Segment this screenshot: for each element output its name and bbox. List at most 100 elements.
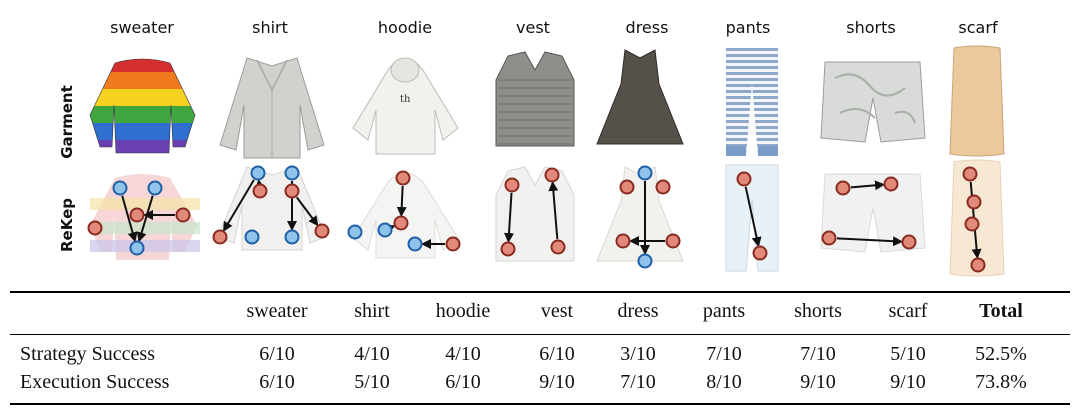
table-cell: 73.8% [975,371,1027,393]
keypoint-arrow [384,224,396,234]
table-cell: 52.5% [975,343,1027,365]
table-row-label-0: Strategy Success [20,343,155,365]
keypoint [637,165,653,181]
garment-image-shorts [815,58,930,148]
table-cell: 7/10 [800,343,836,365]
table-cell: 4/10 [354,343,390,365]
keypoint [212,229,228,245]
keypoint [544,167,560,183]
table-header-4: dress [617,300,659,322]
keypoint-arrow [548,180,559,240]
row-label-garment: Garment [58,85,76,159]
keypoint [395,170,411,186]
keypoint [736,171,752,187]
table-cell: 5/10 [890,343,926,365]
table-cell: 6/10 [259,371,295,393]
keypoint [112,180,128,196]
garment-image-pants [722,48,782,163]
table-header-2: hoodie [435,300,491,322]
table-cell: 6/10 [259,343,295,365]
garment-label-shirt: shirt [252,18,288,37]
table-row-label-1: Execution Success [20,371,170,393]
garment-image-vest [490,50,580,150]
keypoint [665,233,681,249]
keypoint [962,166,978,182]
keypoint [655,179,671,195]
garment-label-dress: dress [625,18,669,37]
keypoint-arrow [836,236,904,247]
garment-label-hoodie: hoodie [377,18,433,37]
keypoint-arrow [744,186,762,248]
garment-label-pants: pants [725,18,771,37]
keypoint [284,165,300,181]
table-cell: 9/10 [890,371,926,393]
table-header-5: pants [702,300,746,322]
table-cell: 9/10 [539,371,575,393]
keypoint [964,216,980,232]
table-header-0: sweater [246,300,308,322]
garment-image-hoodie: th [343,50,468,160]
table-header-rule [10,334,1070,335]
table-cell: 4/10 [445,343,481,365]
garment-label-vest: vest [516,18,550,37]
table-header-7: scarf [888,300,928,322]
garment-image-dress [595,48,685,148]
garment-image-shirt [212,50,332,160]
rekep-image-hoodie [343,168,468,259]
rekep-image-vest [490,165,580,265]
row-label-rekep: ReKep [58,198,76,252]
keypoint [129,240,145,256]
keypoint [752,245,768,261]
table-header-6: shorts [794,300,842,322]
table-cell: 6/10 [539,343,575,365]
keypoint [637,253,653,269]
table-header-8: Total [979,300,1023,322]
keypoint [284,183,300,199]
garment-label-shorts: shorts [846,18,896,37]
keypoint-arrow [504,192,514,244]
table-cell: 8/10 [706,371,742,393]
garment-image-sweater [85,55,200,155]
table-cell: 7/10 [620,371,656,393]
keypoint [445,236,461,252]
keypoint [284,229,300,245]
keypoint [619,179,635,195]
keypoint [550,239,566,255]
keypoint [835,180,851,196]
table-cell: 7/10 [706,343,742,365]
keypoint [901,234,917,250]
keypoint [615,233,631,249]
rekep-image-shirt [212,165,332,251]
keypoint [244,229,260,245]
table-cell: 3/10 [620,343,656,365]
keypoint-arrow [296,196,319,227]
table-cell: 5/10 [354,371,390,393]
keypoint [250,165,266,181]
keypoint [883,176,899,192]
keypoint-arrow [223,179,255,232]
keypoint [500,241,516,257]
keypoint [147,180,163,196]
keypoint [821,230,837,246]
keypoint-arrow [396,185,407,218]
garment-label-sweater: sweater [110,18,174,37]
rekep-image-sweater [85,170,205,265]
keypoint-arrow [121,195,138,243]
garment-label-scarf: scarf [958,18,998,37]
table-header-1: shirt [354,300,390,322]
keypoint [252,183,268,199]
keypoint [314,223,330,239]
table-header-3: vest [540,300,574,322]
sweater-drawing [89,58,196,154]
table-cell: 9/10 [800,371,836,393]
keypoint [393,215,409,231]
svg-text:th: th [400,94,411,105]
rekep-image-scarf [942,159,1012,280]
rekep-image-shorts [815,170,930,255]
keypoint [129,207,145,223]
keypoint [377,222,393,238]
table-cell: 6/10 [445,371,481,393]
rekep-image-dress [595,165,685,269]
keypoint [966,194,982,210]
